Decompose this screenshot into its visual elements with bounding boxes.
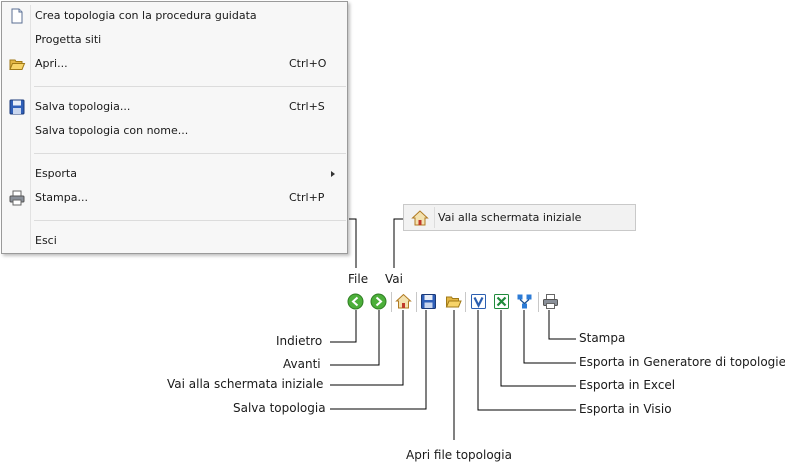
- home-icon: [395, 293, 412, 309]
- export-topology-generator-button[interactable]: [516, 293, 533, 310]
- vai-menu-popup: Vai alla schermata iniziale: [403, 204, 636, 231]
- menu-item-export[interactable]: Esporta: [4, 163, 345, 185]
- file-menu: Crea topologia con la procedura guidata …: [1, 1, 348, 254]
- menu-item-label: Esci: [35, 234, 57, 247]
- menu-item-create-topology-wizard[interactable]: Crea topologia con la procedura guidata: [4, 5, 345, 27]
- menu-item-shortcut: Ctrl+P: [289, 191, 325, 204]
- toolbar-separator: [465, 292, 466, 312]
- menu-item-open[interactable]: Apri... Ctrl+O: [4, 53, 345, 75]
- forward-button[interactable]: [370, 293, 387, 310]
- floppy-disk-icon: [421, 294, 436, 309]
- callout-open: Apri file topologia: [406, 448, 512, 462]
- open-folder-icon: [8, 55, 26, 73]
- menu-item-design-sites[interactable]: Progetta siti: [4, 29, 345, 51]
- home-button[interactable]: [395, 293, 412, 310]
- excel-icon: [494, 294, 509, 309]
- vai-home-menu-item[interactable]: Vai alla schermata iniziale: [438, 211, 582, 224]
- menu-item-shortcut: Ctrl+O: [289, 57, 327, 70]
- callout-avanti: Avanti: [283, 357, 321, 371]
- menu-item-label: Progetta siti: [35, 33, 102, 46]
- open-folder-icon: [445, 296, 462, 308]
- menu-separator: [34, 153, 346, 154]
- menu-item-label: Salva topologia con nome...: [35, 124, 189, 137]
- menu-separator: [34, 86, 346, 87]
- leader-visio: [477, 310, 576, 411]
- leader-home: [330, 310, 404, 386]
- menu-item-print[interactable]: Stampa... Ctrl+P: [4, 187, 345, 209]
- forward-arrow-icon: [370, 293, 387, 310]
- toolbar-separator: [391, 292, 392, 312]
- popup-gutter-divider: [434, 207, 435, 228]
- printer-icon: [8, 189, 26, 207]
- save-button[interactable]: [420, 293, 437, 310]
- callout-visio: Esporta in Visio: [579, 402, 672, 416]
- open-button[interactable]: [445, 293, 462, 310]
- leader-avanti: [330, 310, 380, 366]
- submenu-arrow-icon: [331, 171, 335, 177]
- visio-icon: [471, 294, 486, 309]
- back-arrow-icon: [347, 293, 364, 310]
- file-menu-label[interactable]: File: [348, 272, 369, 286]
- menu-item-label: Crea topologia con la procedura guidata: [35, 9, 257, 22]
- callout-excel: Esporta in Excel: [579, 378, 676, 392]
- callout-save: Salva topologia: [233, 401, 326, 415]
- print-button[interactable]: [542, 293, 559, 310]
- floppy-disk-icon: [8, 98, 26, 116]
- leader-excel: [500, 310, 576, 387]
- file-menu-leader: [349, 218, 357, 268]
- leader-indietro: [330, 310, 357, 343]
- callout-print: Stampa: [579, 331, 626, 345]
- leader-print: [548, 310, 576, 340]
- home-icon: [411, 209, 429, 227]
- callout-generator: Esporta in Generatore di topologie: [579, 355, 785, 369]
- export-visio-button[interactable]: [470, 293, 487, 310]
- vai-menu-label[interactable]: Vai: [385, 272, 403, 286]
- new-document-icon: [8, 7, 26, 25]
- menu-item-save-topology-as[interactable]: Salva topologia con nome...: [4, 120, 345, 142]
- vai-menu-leader: [393, 218, 403, 268]
- menu-item-exit[interactable]: Esci: [4, 230, 345, 252]
- back-button[interactable]: [347, 293, 364, 310]
- menu-separator: [34, 220, 346, 221]
- topology-generator-icon: [517, 294, 532, 309]
- toolbar-separator: [416, 292, 417, 312]
- menu-item-shortcut: Ctrl+S: [289, 100, 325, 113]
- menu-item-label: Apri...: [35, 57, 68, 70]
- menu-item-label: Esporta: [35, 167, 77, 180]
- menu-item-label: Salva topologia...: [35, 100, 131, 113]
- toolbar-separator: [538, 292, 539, 312]
- leader-generator: [523, 310, 576, 364]
- callout-home: Vai alla schermata iniziale: [167, 377, 324, 391]
- export-excel-button[interactable]: [493, 293, 510, 310]
- printer-icon: [543, 294, 558, 309]
- leader-save: [330, 310, 427, 410]
- menu-item-save-topology[interactable]: Salva topologia... Ctrl+S: [4, 96, 345, 118]
- menu-icon-gutter: [30, 5, 31, 250]
- callout-indietro: Indietro: [276, 334, 323, 348]
- menu-item-label: Stampa...: [35, 191, 88, 204]
